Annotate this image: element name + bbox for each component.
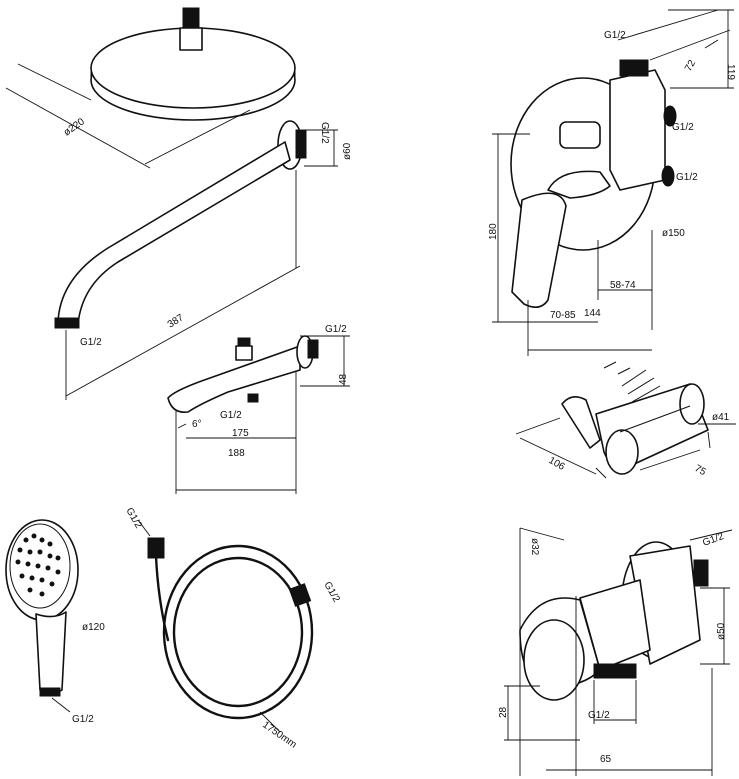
hose-thread-a-label: G1/2: [123, 506, 144, 531]
holder-diameter-label: ø41: [712, 412, 730, 423]
shower-holder: 106 75 ø41: [515, 361, 736, 478]
spout-thread-wall-label: G1/2: [325, 324, 347, 335]
hand-shower: ø120 G1/2: [5, 519, 105, 725]
holder-width-label: 75: [693, 463, 709, 478]
spout-height-label: 48: [338, 373, 349, 385]
concealed-mixer: 72 119 G1/2 G1/2 G1/2 ø150 180 70-85 58-…: [488, 9, 736, 356]
arm-flange-label: ø60: [342, 142, 353, 160]
outlet-height-label: 28: [498, 706, 509, 718]
mixer-height-total-label: 119: [725, 64, 736, 80]
hand-diameter-label: ø120: [82, 622, 105, 633]
outlet-flange-label: ø50: [716, 622, 727, 640]
mixer-thread-top-label: G1/2: [604, 30, 626, 41]
spout-length-outer-label: 188: [228, 448, 245, 459]
overhead-shower: ø220: [5, 7, 296, 169]
mixer-thread-mid-label: G1/2: [672, 122, 694, 133]
outlet-depth-label: 65: [600, 754, 612, 765]
bath-spout: G1/2 48 6° G1/2 175 188: [167, 324, 350, 494]
mixer-span-left-label: 70-85: [550, 310, 576, 321]
hose-length-label: 1750mm: [260, 719, 298, 750]
outlet-thread-top-label: G1/2: [701, 531, 726, 549]
holder-length-label: 106: [547, 455, 567, 473]
hand-thread-label: G1/2: [72, 714, 94, 725]
mixer-height-body-label: 180: [488, 223, 499, 240]
mixer-thread-low-label: G1/2: [676, 172, 698, 183]
shower-hose: G1/2 G1/2 1750mm: [123, 506, 342, 751]
spout-length-inner-label: 175: [232, 428, 249, 439]
arm-thread-end-label: G1/2: [80, 337, 102, 348]
arm-thread-wall-label: G1/2: [319, 122, 330, 144]
outlet-thread-bottom-label: G1/2: [588, 710, 610, 721]
overhead-diameter-label: ø220: [62, 116, 87, 138]
spout-thread-outlet-label: G1/2: [220, 410, 242, 421]
spout-angle-label: 6°: [192, 419, 202, 430]
mixer-depth-label: 72: [683, 58, 698, 74]
wall-outlet: ø32 G1/2 ø50 28 G1/2 65: [498, 527, 733, 776]
arm-length-label: 387: [166, 312, 186, 330]
mixer-span-right-label: 58-74: [610, 280, 636, 291]
hose-thread-b-label: G1/2: [321, 580, 342, 605]
outlet-width-top-label: ø32: [529, 538, 540, 556]
mixer-plate-diameter-label: ø150: [662, 228, 685, 239]
nozzle-pattern: [15, 533, 61, 597]
mixer-span-total-label: 144: [584, 308, 601, 319]
